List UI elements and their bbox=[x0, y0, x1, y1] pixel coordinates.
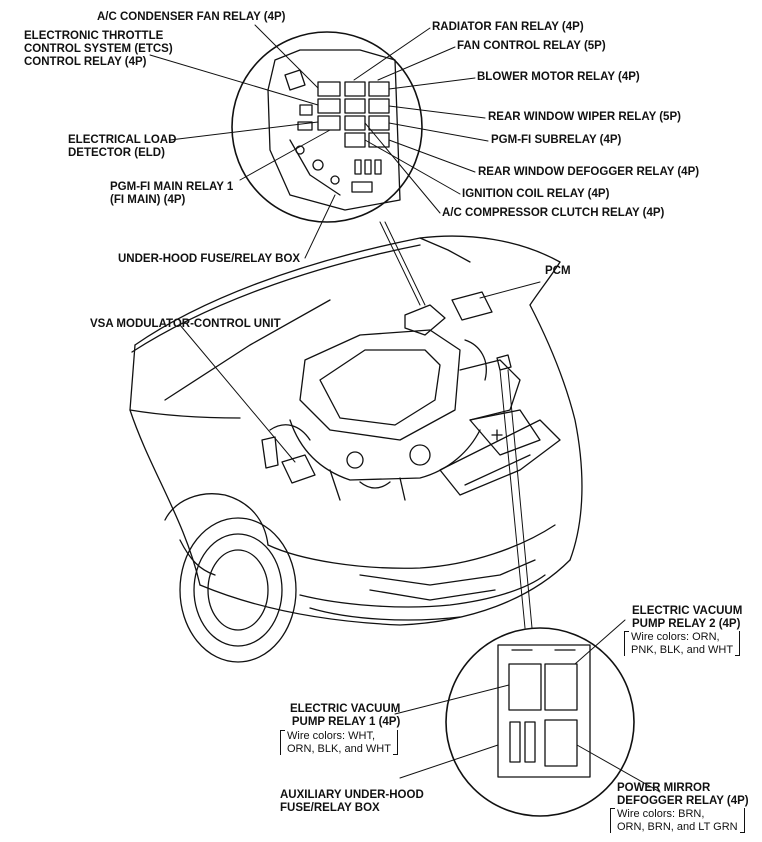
label-pgm-fi-main-line1: PGM-FI MAIN RELAY 1 bbox=[110, 181, 234, 193]
wire-colors-evp-relay-1-line2: ORN, BLK, and WHT bbox=[287, 742, 391, 755]
wire-colors-evp-relay-2-line1: Wire colors: ORN, bbox=[631, 631, 720, 643]
label-etcs-relay-line3: CONTROL RELAY (4P) bbox=[24, 56, 147, 68]
label-evp-relay-2-line2: PUMP RELAY 2 (4P) bbox=[632, 618, 741, 630]
label-ac-condenser-fan-relay: A/C CONDENSER FAN RELAY (4P) bbox=[97, 11, 286, 23]
label-etcs-relay: ELECTRONIC THROTTLE CONTROL SYSTEM (ETCS… bbox=[24, 30, 173, 69]
label-pcm: PCM bbox=[545, 265, 571, 277]
label-rear-window-defogger-relay: REAR WINDOW DEFOGGER RELAY (4P) bbox=[478, 166, 700, 178]
label-ac-compressor-clutch-relay: A/C COMPRESSOR CLUTCH RELAY (4P) bbox=[442, 207, 665, 219]
label-power-mirror-line1: POWER MIRROR bbox=[617, 782, 711, 794]
label-pgm-fi-main-line2: (FI MAIN) (4P) bbox=[110, 194, 186, 206]
under-hood-box-magnifier bbox=[231, 31, 423, 223]
label-vsa-unit: VSA MODULATOR-CONTROL UNIT bbox=[90, 318, 281, 330]
label-power-mirror-line2: DEFOGGER RELAY (4P) bbox=[617, 795, 749, 807]
wire-colors-power-mirror-line1: Wire colors: BRN, bbox=[617, 808, 705, 820]
leader-lines bbox=[149, 24, 661, 793]
label-evp-relay-1-line1: ELECTRIC VACUUM bbox=[290, 703, 401, 715]
wire-colors-power-mirror: Wire colors: BRN, ORN, BRN, and LT GRN bbox=[610, 808, 745, 833]
label-eld-line1: ELECTRICAL LOAD bbox=[68, 134, 177, 146]
label-radiator-fan-relay: RADIATOR FAN RELAY (4P) bbox=[432, 21, 584, 33]
label-eld: ELECTRICAL LOAD DETECTOR (ELD) bbox=[68, 134, 176, 160]
aux-box-magnifier bbox=[445, 627, 635, 817]
label-pgm-fi-main-relay: PGM-FI MAIN RELAY 1 (FI MAIN) (4P) bbox=[110, 181, 233, 207]
label-fan-control-relay: FAN CONTROL RELAY (5P) bbox=[457, 40, 606, 52]
wire-colors-evp-relay-2-line2: PNK, BLK, and WHT bbox=[631, 643, 734, 656]
label-evp-relay-1-line2: PUMP RELAY 1 (4P) bbox=[291, 716, 401, 728]
label-pgm-fi-subrelay: PGM-FI SUBRELAY (4P) bbox=[491, 134, 622, 146]
wire-colors-power-mirror-line2: ORN, BRN, and LT GRN bbox=[617, 820, 738, 833]
wire-colors-evp-relay-1-line1: Wire colors: WHT, bbox=[287, 730, 375, 742]
label-ignition-coil-relay: IGNITION COIL RELAY (4P) bbox=[462, 188, 610, 200]
label-blower-motor-relay: BLOWER MOTOR RELAY (4P) bbox=[477, 71, 640, 83]
label-evp-relay-2: ELECTRIC VACUUM PUMP RELAY 2 (4P) bbox=[632, 605, 742, 631]
label-etcs-relay-line2: CONTROL SYSTEM (ETCS) bbox=[24, 43, 173, 55]
label-power-mirror-relay: POWER MIRROR DEFOGGER RELAY (4P) bbox=[617, 782, 749, 808]
car-front-illustration bbox=[129, 235, 583, 663]
label-aux-box: AUXILIARY UNDER-HOOD FUSE/RELAY BOX bbox=[280, 789, 424, 815]
label-etcs-relay-line1: ELECTRONIC THROTTLE bbox=[24, 30, 164, 42]
label-evp-relay-1: ELECTRIC VACUUM PUMP RELAY 1 (4P) bbox=[290, 703, 400, 729]
label-eld-line2: DETECTOR (ELD) bbox=[68, 147, 165, 159]
wire-colors-evp-relay-1: Wire colors: WHT, ORN, BLK, and WHT bbox=[280, 730, 398, 755]
label-rear-window-wiper-relay: REAR WINDOW WIPER RELAY (5P) bbox=[488, 111, 681, 123]
wire-colors-evp-relay-2: Wire colors: ORN, PNK, BLK, and WHT bbox=[624, 631, 741, 656]
label-evp-relay-2-line1: ELECTRIC VACUUM bbox=[632, 605, 743, 617]
label-aux-box-line1: AUXILIARY UNDER-HOOD bbox=[280, 789, 424, 801]
label-aux-box-line2: FUSE/RELAY BOX bbox=[280, 802, 380, 814]
label-under-hood-box: UNDER-HOOD FUSE/RELAY BOX bbox=[118, 253, 301, 265]
